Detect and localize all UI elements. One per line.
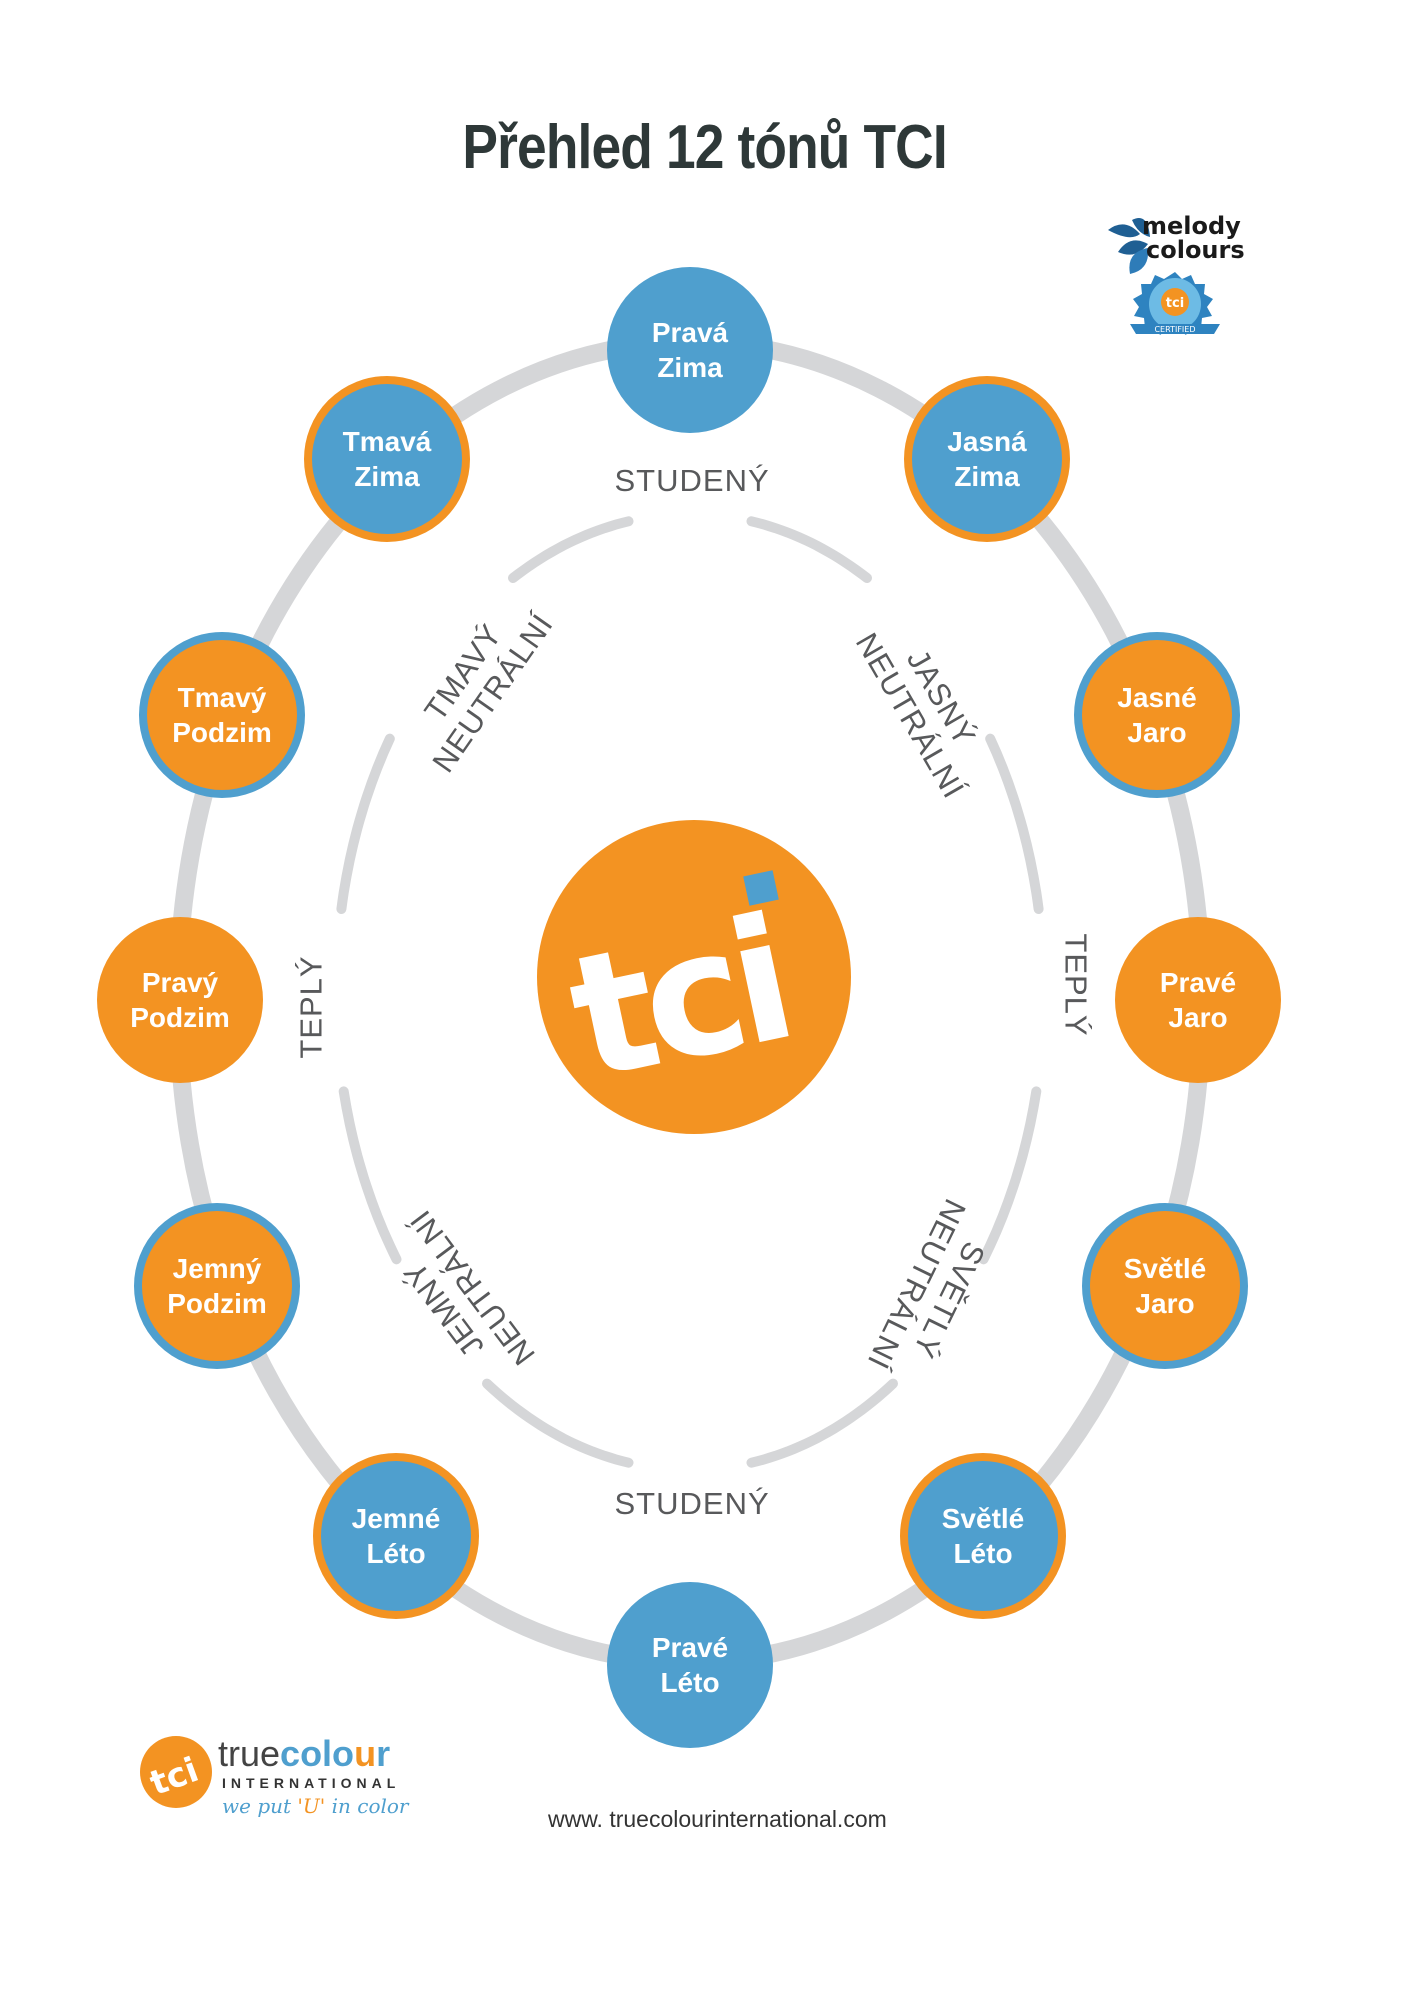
axis-label-line: STUDENÝ [614, 463, 770, 498]
svg-text:melody: melody [1142, 212, 1241, 240]
tone-label-line: Jasná [947, 426, 1027, 457]
center-tci-logo: tci [537, 820, 851, 1134]
svg-text:colours: colours [1146, 236, 1245, 264]
inner-ring-segment [985, 733, 1044, 914]
inner-ring [336, 516, 1044, 1468]
svg-text:CERTIFIED: CERTIFIED [1154, 325, 1195, 334]
inner-ring-segment [338, 1086, 402, 1265]
inner-ring-segment [508, 516, 634, 583]
tone-label-line: Léto [366, 1538, 426, 1569]
svg-text:tci: tci [554, 882, 801, 1119]
inner-ring-segment [336, 733, 395, 914]
tone-label-line: Pravý [141, 967, 219, 998]
melody-colours-certified-logo: melody colours tci CERTIFIED [1100, 212, 1250, 357]
tone-label-line: Léto [660, 1667, 720, 1698]
tone-label-line: Jasné [1117, 682, 1197, 713]
svg-text:INTERNATIONAL: INTERNATIONAL [222, 1775, 400, 1791]
tone-label-line: Tmavá [342, 426, 432, 457]
inner-ring-segment [746, 1378, 898, 1468]
axis-label-line: TEPLÝ [293, 955, 329, 1059]
axis-label-line: STUDENÝ [614, 1486, 770, 1521]
inner-ring-segment [978, 1086, 1042, 1265]
inner-ring-segment [746, 516, 872, 583]
tone-label-line: Světlé [1123, 1253, 1207, 1284]
tone-label-line: Zima [954, 461, 1020, 492]
tone-label-line: Podzim [167, 1288, 267, 1319]
axis-label-warm-left: TEPLÝ [293, 955, 329, 1058]
tone-label-line: Pravá [651, 317, 729, 348]
tone-label-line: Jemný [172, 1253, 262, 1284]
axis-label-cool-bottom: STUDENÝ [615, 1486, 770, 1522]
svg-text:we put 'U' in color: we put 'U' in color [222, 1794, 410, 1818]
tone-label-line: Podzim [130, 1002, 230, 1033]
tone-label-line: Jaro [1135, 1288, 1195, 1319]
svg-text:tci: tci [1166, 296, 1184, 311]
page-title: Přehled 12 tónů TCI [462, 113, 947, 182]
tone-label-line: Léto [953, 1538, 1013, 1569]
tone-label-line: Tmavý [177, 682, 267, 713]
axis-label-warm-right: TEPLÝ [1057, 933, 1093, 1036]
tone-label-line: Podzim [172, 717, 272, 748]
tone-label-line: Zima [657, 352, 723, 383]
website-url[interactable]: www. truecolourinternational.com [548, 1806, 887, 1832]
tone-label-line: Jaro [1168, 1002, 1228, 1033]
svg-text:truecolour: truecolour [218, 1733, 390, 1774]
tone-label-line: Jemné [351, 1503, 441, 1534]
tone-label-line: Jaro [1127, 717, 1187, 748]
tone-label-line: Zima [354, 461, 420, 492]
inner-ring-segment [482, 1378, 634, 1468]
truecolour-international-logo: tci truecolour INTERNATIONAL we put 'U' … [140, 1728, 440, 1823]
tone-label-line: Pravé [1159, 967, 1237, 998]
tone-label-line: Pravé [651, 1632, 729, 1663]
axis-label-cool-top: STUDENÝ [615, 463, 770, 499]
axis-label-line: TEPLÝ [1058, 933, 1094, 1037]
tone-label-line: Světlé [941, 1503, 1025, 1534]
